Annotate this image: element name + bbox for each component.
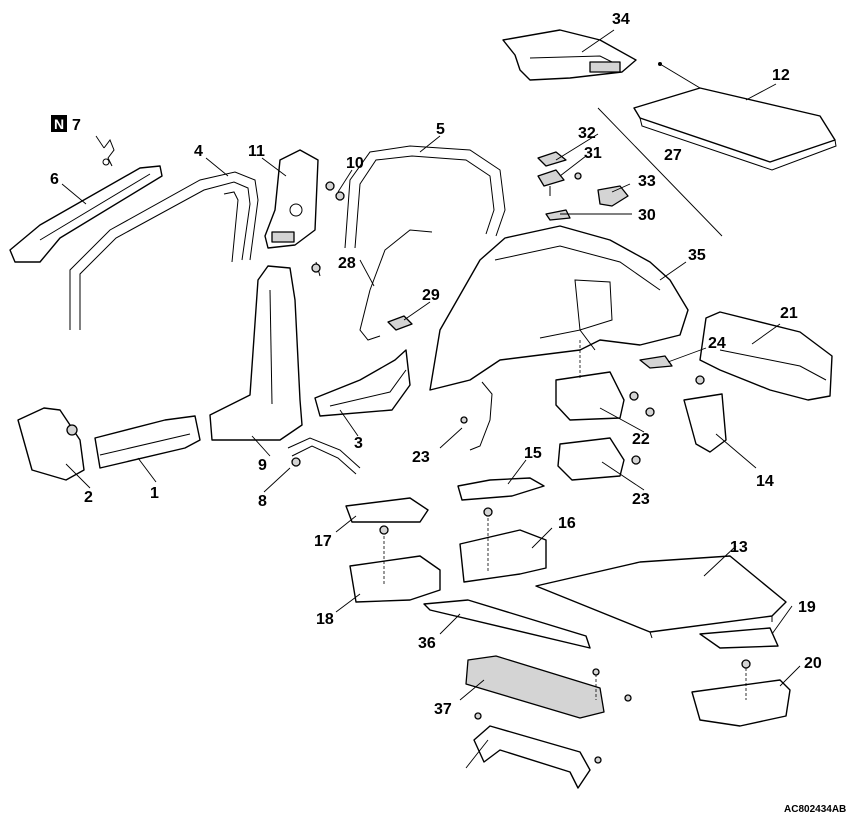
callout-33: 35 bbox=[688, 247, 706, 264]
callout-11: 11 bbox=[248, 143, 265, 160]
part-15 bbox=[457, 477, 545, 501]
part-23b bbox=[557, 437, 641, 481]
callout-3: 3 bbox=[354, 435, 363, 452]
callout-17: 17 bbox=[314, 533, 332, 550]
part-31 bbox=[537, 151, 567, 167]
n-badge bbox=[51, 115, 67, 132]
n-badge-text: N bbox=[54, 116, 64, 132]
part-7 bbox=[102, 138, 115, 167]
callout-36: 37 bbox=[434, 701, 452, 718]
part-10 bbox=[311, 181, 345, 277]
part-3 bbox=[314, 349, 411, 417]
reference-code: AC802434AB bbox=[784, 804, 846, 815]
part-33 bbox=[429, 225, 689, 391]
callout-22: 22 bbox=[632, 431, 650, 448]
callout-30: 31 bbox=[584, 145, 602, 162]
callout-13: 13 bbox=[730, 539, 748, 556]
callout-12: 12 bbox=[772, 67, 790, 84]
part-16 bbox=[459, 507, 547, 583]
callout-10: 10 bbox=[346, 155, 364, 172]
part-19 bbox=[699, 627, 779, 649]
callout-29: 30 bbox=[638, 207, 656, 224]
part-22 bbox=[555, 340, 655, 421]
callout-16: 16 bbox=[558, 515, 576, 532]
callout-15: 15 bbox=[524, 445, 542, 462]
part-8 bbox=[287, 437, 361, 475]
callout-labels: N 7 6 4 11 10 5 28 29 32 31 27 33 30 34 … bbox=[50, 11, 846, 815]
callout-25: 27 bbox=[664, 147, 682, 164]
callout-7: 7 bbox=[72, 117, 81, 134]
callout-5: 5 bbox=[436, 121, 445, 138]
part-23a bbox=[460, 381, 493, 451]
part-1 bbox=[94, 415, 201, 469]
callout-31: 32 bbox=[578, 125, 596, 142]
part-21 bbox=[695, 311, 833, 401]
part-37 bbox=[473, 712, 602, 789]
callout-23-left: 23 bbox=[412, 449, 430, 466]
part-6 bbox=[9, 165, 163, 263]
callout-35: 36 bbox=[418, 635, 436, 652]
part-32 bbox=[574, 172, 629, 207]
part-34 bbox=[502, 29, 637, 81]
part-27 bbox=[359, 229, 433, 341]
part-30 bbox=[537, 169, 565, 196]
callout-23-right: 23 bbox=[632, 491, 650, 508]
part-29 bbox=[545, 209, 571, 221]
part-20 bbox=[691, 659, 791, 727]
callout-1: 1 bbox=[150, 485, 159, 502]
callout-19: 19 bbox=[798, 599, 816, 616]
callout-6: 6 bbox=[50, 171, 59, 188]
part-35 bbox=[423, 599, 591, 649]
callout-34: 34 bbox=[612, 11, 630, 28]
part-24 bbox=[639, 355, 673, 369]
part-14 bbox=[683, 393, 727, 453]
leader-lines bbox=[61, 29, 801, 769]
part-5 bbox=[344, 145, 506, 249]
callout-2: 2 bbox=[84, 489, 93, 506]
part-11 bbox=[264, 149, 319, 249]
part-28 bbox=[387, 315, 413, 331]
part-4 bbox=[69, 171, 259, 330]
callout-14: 14 bbox=[756, 473, 774, 490]
part-12 bbox=[633, 62, 837, 171]
part-17 bbox=[345, 497, 429, 523]
callout-4: 4 bbox=[194, 143, 203, 160]
part-9 bbox=[209, 265, 303, 441]
part-2 bbox=[17, 407, 85, 481]
callout-8: 8 bbox=[258, 493, 267, 510]
part-13 bbox=[535, 555, 787, 639]
callout-28: 29 bbox=[422, 287, 440, 304]
callout-21: 21 bbox=[780, 305, 798, 322]
callout-32: 33 bbox=[638, 173, 656, 190]
callout-27: 28 bbox=[338, 255, 356, 272]
callout-24: 24 bbox=[708, 335, 726, 352]
callout-9: 9 bbox=[258, 457, 267, 474]
callout-18: 18 bbox=[316, 611, 334, 628]
part-25-bracket bbox=[597, 107, 723, 237]
part-36 bbox=[465, 655, 632, 719]
callout-20: 20 bbox=[804, 655, 822, 672]
part-18 bbox=[349, 525, 441, 603]
